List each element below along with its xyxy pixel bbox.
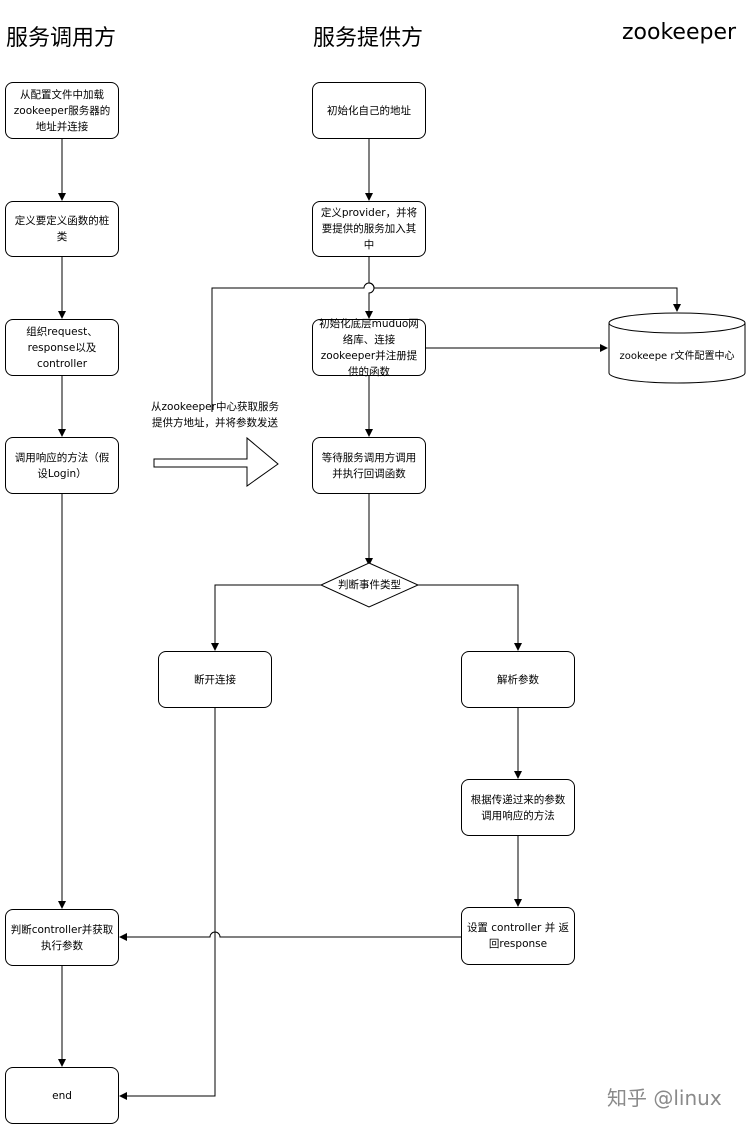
node-init-address: 初始化自己的地址	[312, 82, 426, 139]
node-parse-params: 解析参数	[461, 651, 575, 708]
edge-decision-to-parse	[418, 584, 522, 651]
node-set-response: 设置 controller 并 返回response	[461, 907, 575, 965]
edge-define-to-network	[365, 257, 375, 319]
send-request-arrow	[153, 436, 279, 487]
node-define-stub: 定义要定义函数的桩类	[5, 201, 119, 257]
edge-decision-to-disconnect	[211, 584, 321, 651]
decision-diamond-shape	[319, 562, 420, 608]
node-build-request: 组织request、response以及controller	[5, 319, 119, 376]
node-wait-call: 等待服务调用方调用并执行回调函数	[312, 437, 426, 494]
node-check-controller: 判断controller并获取执行参数	[5, 909, 119, 966]
node-end: end	[5, 1067, 119, 1124]
zookeeper-config-center: zookeepe r文件配置中心	[619, 351, 735, 362]
node-init-network: 初始化底层muduo网络库、连接zookeeper并注册提供的函数	[312, 318, 426, 378]
watermark: 知乎 @linux	[607, 1086, 722, 1110]
edge-response-to-check	[119, 931, 461, 941]
node-call-method: 调用响应的方法（假设Login）	[5, 437, 119, 494]
lookup-annotation: 从zookeeper中心获取服务提供方地址，并将参数发送	[151, 401, 279, 429]
edge-caller-to-zookeeper	[211, 282, 681, 412]
node-define-provider: 定义provider，并将要提供的服务加入其中	[312, 201, 426, 257]
node-call-by-params: 根据传递过来的参数调用响应的方法	[461, 779, 575, 836]
decision-event-type: 判断事件类型	[338, 579, 401, 591]
zookeeper-column-title: zookeeper	[622, 20, 737, 45]
edge-disconnect-to-end	[119, 708, 216, 1100]
zookeeper-cylinder-shape	[608, 323, 746, 384]
node-disconnect: 断开连接	[158, 651, 272, 708]
caller-column-title: 服务调用方	[6, 26, 117, 51]
provider-column-title: 服务提供方	[313, 26, 424, 51]
node-load-config: 从配置文件中加载zookeeper服务器的地址并连接	[5, 82, 119, 139]
